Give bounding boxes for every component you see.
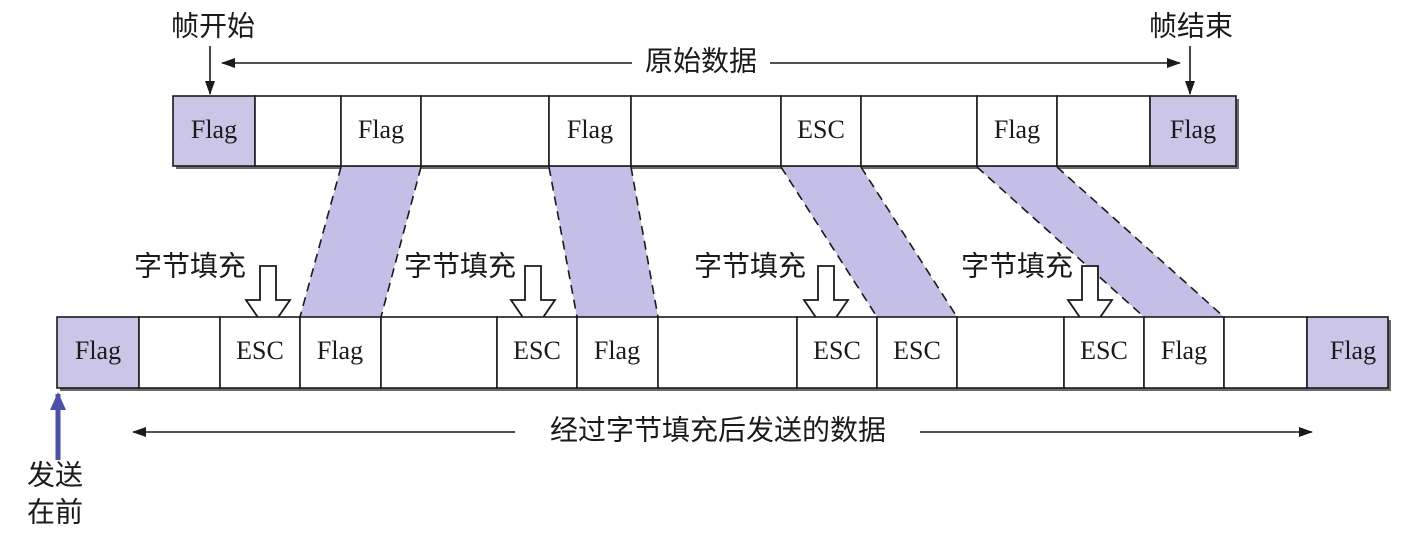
original-cell-box <box>1149 95 1237 167</box>
original-cell-text: Flag <box>358 115 404 144</box>
stuffed-cell <box>1223 316 1308 389</box>
original-cell-text: Flag <box>1170 115 1216 144</box>
original-cell: Flag <box>976 95 1058 167</box>
stuffing-down-arrow-icon <box>802 265 850 334</box>
band-edge <box>380 166 422 318</box>
stuffed-cell-text: Flag <box>317 336 363 365</box>
original-cell-box <box>420 95 550 167</box>
stuffed-cell: ESC <box>876 316 958 389</box>
stuffed-cell-box <box>657 316 798 389</box>
stuffed-cell-text: Flag <box>1330 336 1376 365</box>
stuffed-cell <box>956 316 1065 389</box>
stuffed-cell: ESC <box>219 316 301 389</box>
stuffing-label: 字节填充 <box>134 250 246 283</box>
frame-start-label: 帧开始 <box>171 10 255 43</box>
original-cell-box <box>780 95 862 167</box>
band-fill <box>300 167 421 317</box>
original-cell: ESC <box>780 95 862 167</box>
original-cell <box>254 95 342 167</box>
original-cell: Flag <box>172 95 256 167</box>
stuffing-down-arrow-icon <box>509 265 557 334</box>
stuffing-label: 字节填充 <box>694 250 806 283</box>
original-cell-box <box>254 95 342 167</box>
stuffed-data-label: 经过字节填充后发送的数据 <box>550 414 886 447</box>
send-first-label-line1: 发送 <box>27 459 83 492</box>
stuffed-cell: Flag <box>56 316 140 389</box>
stuffed-cell-box <box>796 316 878 389</box>
band-edge <box>630 166 659 318</box>
stuffed-cell <box>380 316 498 389</box>
stuffing-band <box>548 166 659 318</box>
stuffed-cell: Flag <box>1143 316 1225 389</box>
stuffed-cell: Flag <box>576 316 659 389</box>
stuffed-cell-text: ESC <box>813 336 861 365</box>
band-fill <box>549 167 658 317</box>
original-cell-box <box>548 95 632 167</box>
stuffed-cell: ESC <box>496 316 578 389</box>
stuffing-down-arrow-icon <box>1066 265 1114 334</box>
stuffing-band <box>780 166 958 318</box>
stuffing-label: 字节填充 <box>404 250 516 283</box>
original-cell-box <box>860 95 978 167</box>
original-cell-text: ESC <box>797 115 845 144</box>
stuffed-cell <box>657 316 798 389</box>
stuffed-frame: Flag ESC Flag ESC Flag <box>56 316 1391 391</box>
stuffed-cell-box <box>138 316 221 389</box>
original-cell-box <box>1056 95 1151 167</box>
stuffed-cell: Flag <box>1306 316 1389 389</box>
stuffed-cell-box <box>1306 316 1389 389</box>
stuffed-cell <box>138 316 221 389</box>
original-cell: Flag <box>1149 95 1237 167</box>
original-cell-text: Flag <box>191 115 237 144</box>
frame-end-label: 帧结束 <box>1149 10 1233 43</box>
stuffed-cell-text: ESC <box>513 336 561 365</box>
band-edge <box>1056 166 1225 318</box>
original-cell-box <box>340 95 422 167</box>
stuffed-cell-text: ESC <box>1080 336 1128 365</box>
stuffing-down-arrow-icon <box>244 265 292 334</box>
original-cell-box <box>172 95 256 167</box>
stuffed-cell-box <box>876 316 958 389</box>
stuffed-cell-box <box>380 316 498 389</box>
stuffed-cell-box <box>1223 316 1308 389</box>
original-cell <box>630 95 782 167</box>
stuffed-cell: ESC <box>1063 316 1145 389</box>
band-fill <box>781 167 957 317</box>
original-cell-box <box>630 95 782 167</box>
stuffed-cell-box <box>56 316 140 389</box>
original-cell-text: Flag <box>994 115 1040 144</box>
original-cell: Flag <box>548 95 632 167</box>
original-cell-text: Flag <box>567 115 613 144</box>
stuffed-cell-text: Flag <box>75 336 121 365</box>
original-cell <box>420 95 550 167</box>
band-edge <box>299 166 342 318</box>
stuffed-cell: Flag <box>299 316 382 389</box>
stuffed-cell: ESC <box>796 316 878 389</box>
stuffing-band <box>299 166 422 318</box>
stuffed-cell-box <box>1143 316 1225 389</box>
original-frame: Flag Flag Flag ESC <box>172 95 1239 169</box>
stuffed-cell-text: ESC <box>236 336 284 365</box>
original-cell <box>1056 95 1151 167</box>
stuffed-cell-box <box>219 316 301 389</box>
original-cell <box>860 95 978 167</box>
stuffed-cell-box <box>956 316 1065 389</box>
stuffed-cell-box <box>496 316 578 389</box>
stuffing-label: 字节填充 <box>961 250 1073 283</box>
stuffed-cell-box <box>1063 316 1145 389</box>
send-first-label-line2: 在前 <box>27 496 83 529</box>
original-cell-box <box>976 95 1058 167</box>
band-edge <box>976 166 1145 318</box>
stuffing-band <box>976 166 1225 318</box>
band-fill <box>977 167 1224 317</box>
band-edge <box>548 166 578 318</box>
stuffed-cell-text: Flag <box>594 336 640 365</box>
stuffed-cell-text: ESC <box>893 336 941 365</box>
stuffed-cell-text: Flag <box>1161 336 1207 365</box>
original-cell: Flag <box>340 95 422 167</box>
original-data-label: 原始数据 <box>645 45 757 78</box>
